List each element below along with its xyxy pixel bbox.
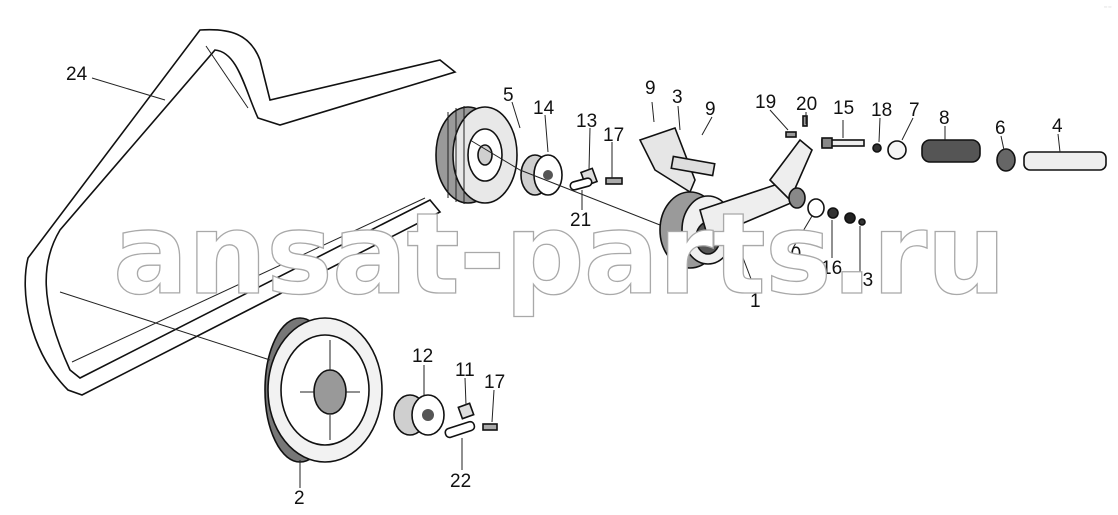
washer-7 xyxy=(887,140,907,160)
callout-20: 20 xyxy=(796,94,817,115)
callout-17-upper: 17 xyxy=(603,125,624,146)
callout-23: 23 xyxy=(852,270,873,291)
tensioner-arm xyxy=(638,115,866,269)
shaft-4 xyxy=(1023,151,1107,171)
callout-7: 7 xyxy=(909,100,920,121)
washer-18 xyxy=(872,143,882,153)
nut-6 xyxy=(996,148,1016,172)
callout-9-right: 9 xyxy=(705,99,716,120)
callout-3: 3 xyxy=(672,87,683,108)
callout-9-left: 9 xyxy=(645,78,656,99)
hub-12 xyxy=(393,394,445,436)
corner-mark: ⁻⁻ xyxy=(1103,4,1112,13)
pin-22 xyxy=(444,420,476,439)
callout-11: 11 xyxy=(455,360,475,381)
callout-16: 16 xyxy=(821,258,842,279)
callout-4: 4 xyxy=(1052,116,1063,137)
callout-24: 24 xyxy=(66,64,88,85)
bolt-17-upper xyxy=(605,177,623,185)
callout-2: 2 xyxy=(294,488,305,509)
callout-14: 14 xyxy=(533,98,555,119)
callout-8: 8 xyxy=(939,108,950,129)
callout-13: 13 xyxy=(576,111,597,132)
drive-belt xyxy=(24,28,457,396)
callout-17-lower: 17 xyxy=(484,372,505,393)
pin-21 xyxy=(569,177,593,191)
callout-22: 22 xyxy=(450,471,471,492)
callout-5: 5 xyxy=(503,85,514,106)
callout-18: 18 xyxy=(871,100,892,121)
spring-8 xyxy=(921,139,981,163)
bolt-17-lower xyxy=(482,423,498,431)
leader-lines xyxy=(59,77,1061,488)
key-11 xyxy=(457,402,475,420)
callout-12: 12 xyxy=(412,346,433,367)
callout-15: 15 xyxy=(833,98,854,119)
callout-1: 1 xyxy=(750,291,761,312)
callout-labels: 24 5 14 13 17 21 9 3 9 19 20 15 18 7 8 6… xyxy=(66,64,1063,509)
lower-pulley xyxy=(264,317,383,463)
upper-pulley xyxy=(435,106,518,204)
callout-21: 21 xyxy=(570,210,591,231)
callout-19: 19 xyxy=(755,92,776,113)
callout-6: 6 xyxy=(995,118,1006,139)
rod-15 xyxy=(821,137,865,149)
hub-14 xyxy=(520,154,563,196)
callout-10: 10 xyxy=(780,244,801,265)
